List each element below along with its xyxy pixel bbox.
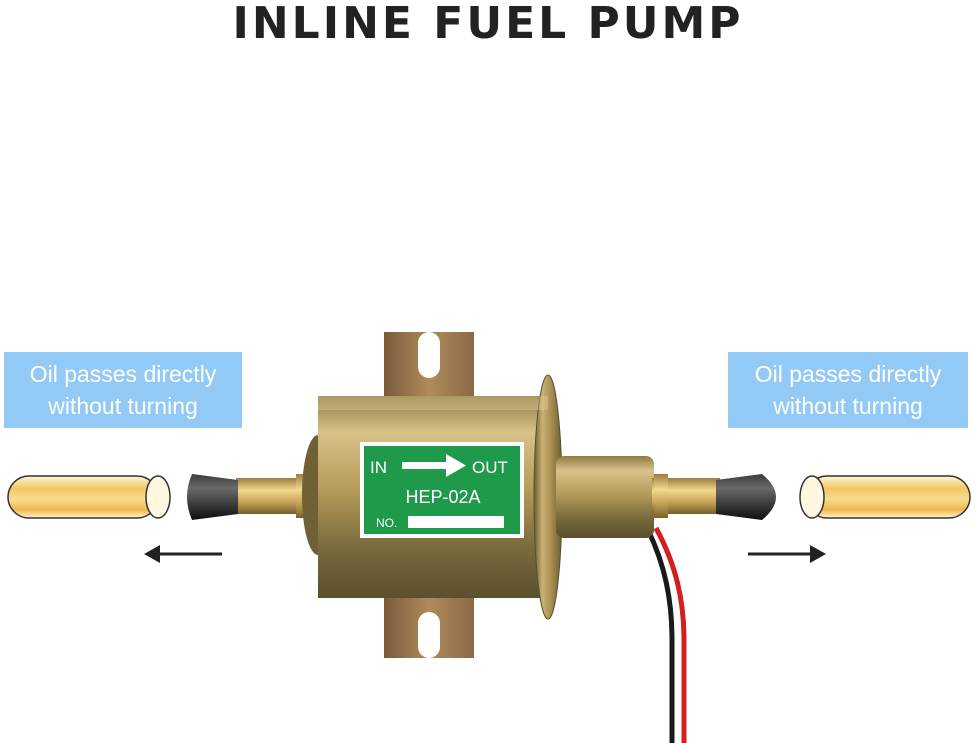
right-fuel-hose — [799, 475, 971, 519]
right-flow-arrow-icon — [748, 545, 826, 563]
callout-left-line1: Oil passes directly — [29, 361, 217, 387]
label-out-text: OUT — [472, 458, 508, 477]
callout-left-line2: without turning — [48, 393, 198, 419]
pump-label: IN OUT HEP-02A NO. — [360, 442, 524, 538]
mounting-bracket-top — [384, 332, 474, 402]
left-fuel-hose — [7, 475, 171, 519]
callout-right: Oil passes directly without turning — [728, 352, 968, 428]
outlet-nozzle — [556, 456, 776, 538]
callout-right-line2: without turning — [773, 393, 923, 419]
label-number-field — [408, 516, 504, 528]
label-in-text: IN — [370, 458, 387, 477]
label-number-text: NO. — [376, 516, 397, 530]
power-wires — [645, 526, 687, 743]
label-model-text: HEP-02A — [405, 487, 480, 507]
callout-left: Oil passes directly without turning — [4, 352, 242, 428]
page-title: INLINE FUEL PUMP — [232, 0, 744, 49]
flow-direction-arrow-icon — [402, 454, 466, 477]
left-flow-arrow-icon — [144, 545, 222, 563]
mounting-bracket-bottom — [384, 590, 474, 658]
callout-right-line1: Oil passes directly — [754, 361, 942, 387]
inlet-nozzle — [187, 474, 310, 520]
